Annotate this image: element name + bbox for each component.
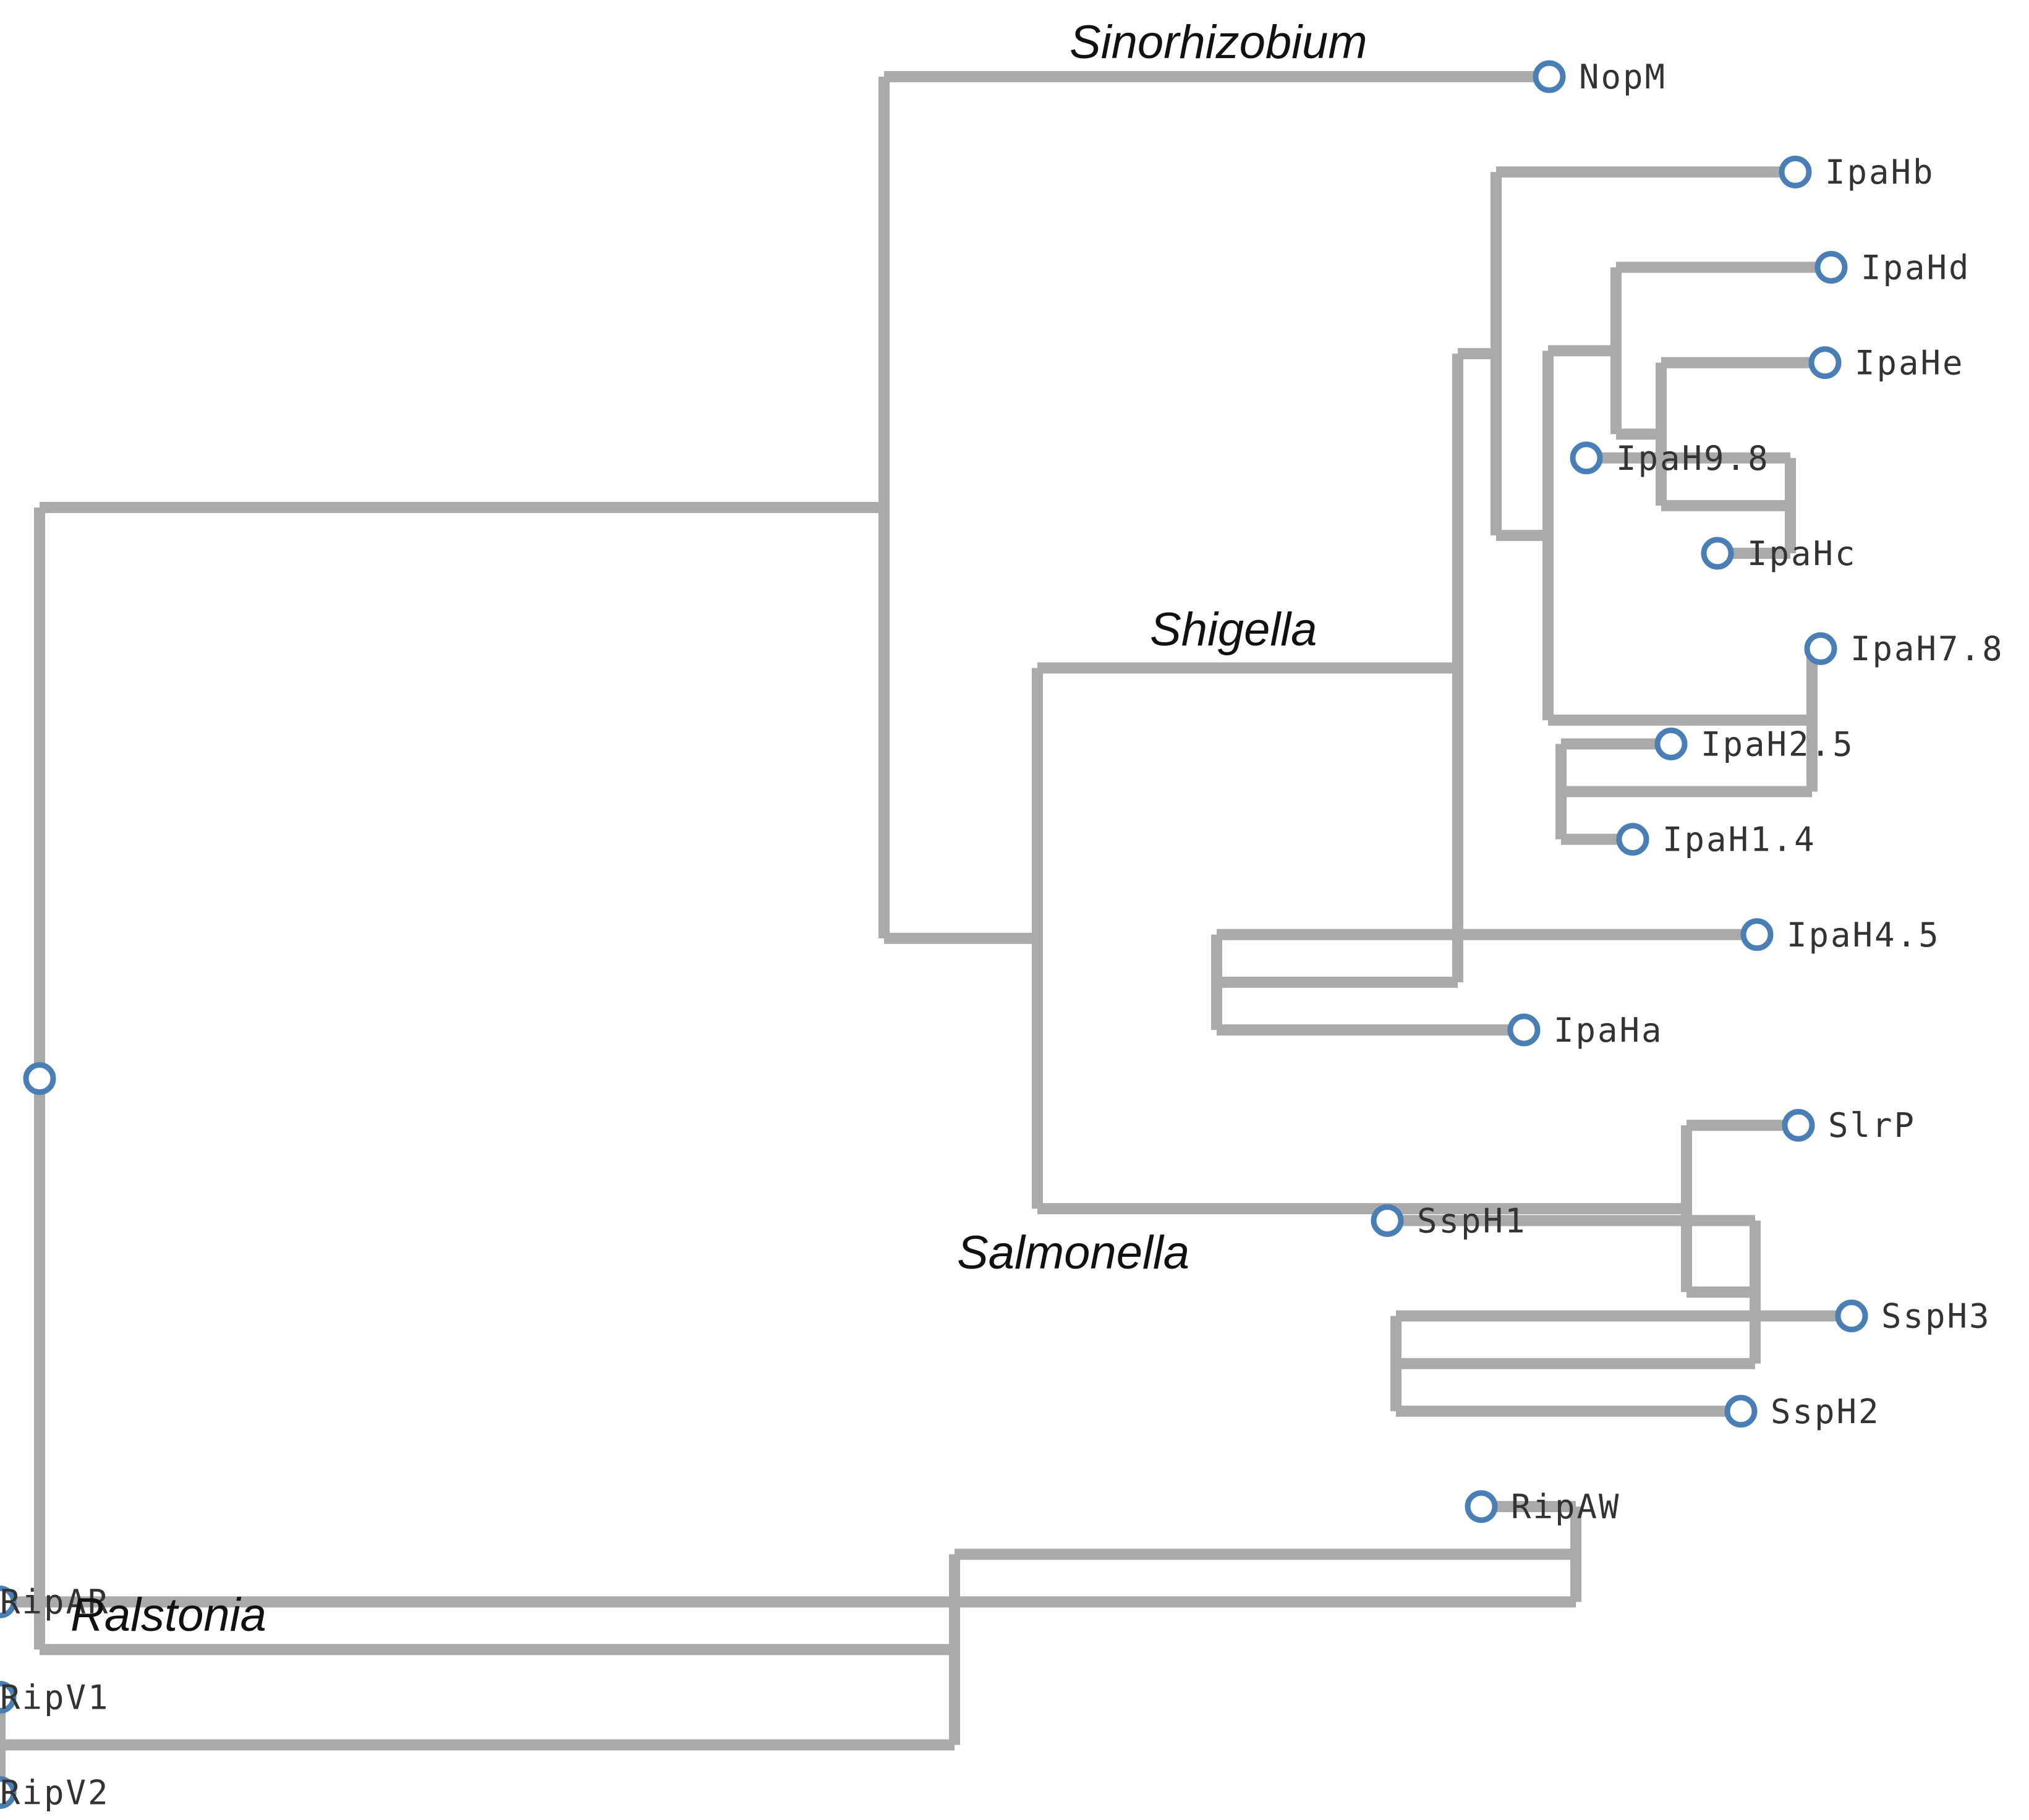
- tip-node-circle: [1371, 1204, 1404, 1237]
- tip-node-circle: [1701, 537, 1734, 570]
- tip-label: RipAW: [1511, 1487, 1621, 1526]
- tip-label: IpaHd: [1861, 248, 1971, 287]
- tree-branches: [0, 71, 1852, 1793]
- tip-node-circle: [1616, 823, 1649, 856]
- tip-node-circle: [1570, 441, 1603, 475]
- clade-label-sinorhizobium: Sinorhizobium: [1070, 16, 1368, 69]
- tip-label: IpaHa: [1554, 1011, 1664, 1050]
- tip-label: IpaHb: [1825, 153, 1935, 192]
- clade-label-shigella: Shigella: [1150, 603, 1317, 656]
- tip-label: SlrP: [1828, 1106, 1916, 1145]
- tip-label: IpaH4.5: [1787, 916, 1941, 955]
- clade-label-ralstonia: Ralstonia: [70, 1589, 266, 1641]
- tip-label: IpaH1.4: [1662, 820, 1816, 859]
- tip-node-circle: [1724, 1395, 1758, 1428]
- clade-label-salmonella: Salmonella: [957, 1227, 1189, 1279]
- tip-label: RipAR: [0, 1583, 110, 1622]
- tip-node-circle: [1654, 727, 1688, 760]
- tip-node-circle: [0, 1776, 17, 1809]
- tip-node-circle: [1507, 1013, 1541, 1047]
- tip-node-circle: [1465, 1490, 1498, 1523]
- tip-node-circle: [1804, 632, 1837, 665]
- tip-label: IpaH7.8: [1850, 629, 2004, 668]
- tip-node-circle: [0, 1680, 17, 1714]
- tip-node-circle: [1533, 60, 1566, 93]
- tip-node-circle: [0, 1585, 17, 1618]
- tip-labels: NopM IpaHbIpaHdIpaHeIpaH9.8IpaHcIpaH7.8Ip…: [0, 57, 2004, 1813]
- tip-label: IpaHe: [1855, 344, 1965, 383]
- tip-node-circle: [1808, 346, 1842, 380]
- tip-label: NopM: [1579, 57, 1667, 96]
- clade-labels: Sinorhizobium Shigella Salmonella Ralsto…: [70, 16, 1368, 1641]
- tip-node-circle: [1814, 250, 1848, 284]
- tree-nodes: [0, 60, 1868, 1809]
- tip-label: IpaH9.8: [1616, 439, 1770, 478]
- tip-node-circle: [1779, 155, 1812, 189]
- tip-label: SspH2: [1771, 1392, 1881, 1431]
- root-node-circle: [23, 1062, 56, 1095]
- tip-label: SspH1: [1417, 1201, 1527, 1240]
- tip-node-circle: [1740, 918, 1774, 951]
- tip-label: IpaH2.5: [1701, 725, 1855, 763]
- tip-node-circle: [1782, 1108, 1815, 1142]
- tip-label: RipV2: [0, 1774, 110, 1813]
- tip-node-circle: [1835, 1299, 1868, 1333]
- tip-label: RipV1: [0, 1678, 110, 1717]
- tip-label: IpaHc: [1747, 534, 1857, 573]
- tip-label: SspH3: [1881, 1297, 1991, 1336]
